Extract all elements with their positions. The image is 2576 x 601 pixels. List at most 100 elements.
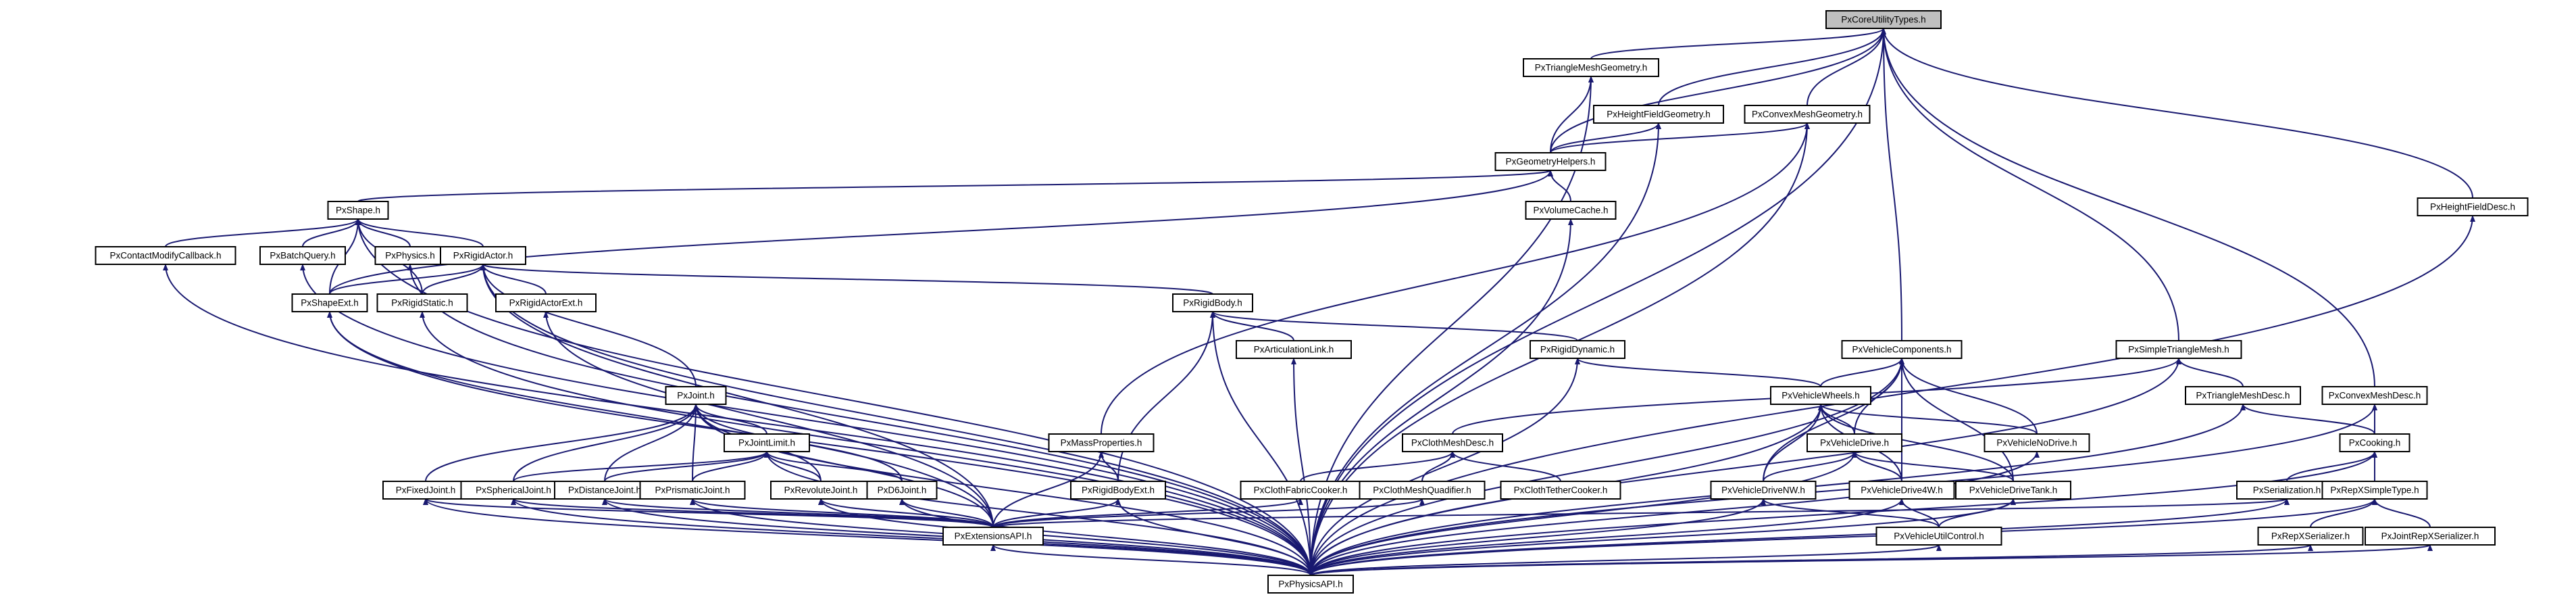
node-revj[interactable]: PxRevoluteJoint.h: [770, 481, 872, 500]
node-vnd[interactable]: PxVehicleNoDrive.h: [1984, 433, 2090, 452]
node-rstat[interactable]: PxRigidStatic.h: [376, 293, 468, 312]
edge-stm-to-core: [1881, 28, 2179, 341]
node-geoh[interactable]: PxGeometryHelpers.h: [1494, 152, 1607, 171]
node-box: [327, 201, 389, 220]
node-v4w[interactable]: PxVehicleDrive4W.h: [1848, 481, 1955, 500]
node-tmd[interactable]: PxTriangleMeshDesc.h: [2185, 386, 2301, 405]
node-label: PxHeightFieldGeometry.h: [1607, 110, 1711, 120]
node-tmg[interactable]: PxTriangleMeshGeometry.h: [1523, 58, 1659, 77]
node-box: [1494, 152, 1607, 171]
edge-sphj-to-jlim: [513, 451, 769, 482]
node-vcomp[interactable]: PxVehicleComponents.h: [1841, 340, 1963, 359]
node-label: PxTriangleMeshDesc.h: [2196, 391, 2290, 401]
node-repxs[interactable]: PxRepXSerializer.h: [2257, 527, 2364, 546]
node-jrepx[interactable]: PxJointRepXSerializer.h: [2365, 527, 2496, 546]
node-box: [291, 293, 368, 312]
node-repx[interactable]: PxRepXSimpleType.h: [2321, 481, 2428, 500]
node-label: PxClothTetherCooker.h: [1514, 485, 1608, 496]
node-box: [1710, 481, 1817, 500]
node-label: PxRigidDynamic.h: [1540, 345, 1615, 355]
node-api[interactable]: PxPhysicsAPI.h: [1267, 575, 1354, 594]
node-rbody[interactable]: PxRigidBody.h: [1172, 293, 1253, 312]
node-alink[interactable]: PxArticulationLink.h: [1236, 340, 1352, 359]
node-ract[interactable]: PxRigidActor.h: [440, 246, 526, 265]
node-box: [1744, 105, 1871, 124]
node-core[interactable]: PxCoreUtilityTypes.h: [1825, 10, 1942, 29]
node-label: PxVolumeCache.h: [1533, 206, 1608, 216]
edge-prij-to-jlim: [692, 451, 769, 482]
edge-extapi-to-raext: [543, 311, 994, 528]
edge-ract-to-shape: [355, 218, 484, 247]
node-cook[interactable]: PxCooking.h: [2339, 433, 2410, 452]
node-label: PxGeometryHelpers.h: [1506, 157, 1596, 167]
node-bq[interactable]: PxBatchQuery.h: [259, 246, 346, 265]
node-cmd[interactable]: PxConvexMeshDesc.h: [2321, 386, 2428, 405]
edge-extapi-to-ser: [992, 498, 2290, 528]
node-d6j[interactable]: PxD6Joint.h: [866, 481, 938, 500]
edge-rdyn-to-rbody: [1210, 311, 1578, 341]
node-jlim[interactable]: PxJointLimit.h: [724, 433, 810, 452]
edge-api-to-extapi: [990, 544, 1311, 576]
node-cfc[interactable]: PxClothFabricCooker.h: [1240, 481, 1361, 500]
node-label: PxPhysicsAPI.h: [1278, 579, 1342, 590]
node-raext[interactable]: PxRigidActorExt.h: [495, 293, 597, 312]
node-cmg[interactable]: PxConvexMeshGeometry.h: [1744, 105, 1871, 124]
node-vnw[interactable]: PxVehicleDriveNW.h: [1710, 481, 1817, 500]
node-vuc[interactable]: PxVehicleUtilControl.h: [1875, 527, 2002, 546]
node-box: [1984, 433, 2090, 452]
node-ser[interactable]: PxSerialization.h: [2236, 481, 2338, 500]
node-ctc[interactable]: PxClothTetherCooker.h: [1500, 481, 1621, 500]
node-box: [1875, 527, 2002, 546]
node-label: PxShapeExt.h: [301, 298, 359, 308]
edge-api-to-cmc: [163, 264, 1311, 576]
edge-extapi-to-prij: [690, 498, 994, 528]
node-box: [1500, 481, 1621, 500]
node-phys[interactable]: PxPhysics.h: [374, 246, 446, 265]
node-disj[interactable]: PxDistanceJoint.h: [554, 481, 655, 500]
edge-cmd-to-core: [1881, 28, 2375, 387]
edge-api-to-jrepx: [1310, 544, 2433, 576]
node-vcache[interactable]: PxVolumeCache.h: [1525, 201, 1617, 220]
node-mprop[interactable]: PxMassProperties.h: [1048, 433, 1155, 452]
edge-vuc-to-vnw: [1761, 498, 1940, 528]
node-label: PxPhysics.h: [385, 251, 435, 261]
edge-hfd-to-core: [1881, 28, 2473, 199]
node-hfg[interactable]: PxHeightFieldGeometry.h: [1593, 105, 1724, 124]
edge-rbext-to-rbody: [1117, 311, 1215, 482]
node-hfd[interactable]: PxHeightFieldDesc.h: [2417, 197, 2529, 216]
edge-api-to-rbody: [1210, 311, 1311, 576]
edge-hfg-to-core: [1658, 28, 1886, 106]
node-vwh[interactable]: PxVehicleWheels.h: [1770, 386, 1871, 405]
node-cmq[interactable]: PxClothMeshQuadifier.h: [1359, 481, 1486, 500]
edge-extapi-to-ract: [480, 264, 994, 528]
node-box: [942, 527, 1044, 546]
node-box: [1267, 575, 1354, 594]
edge-api-to-d6j: [899, 498, 1311, 576]
node-box: [460, 481, 567, 500]
node-shape[interactable]: PxShape.h: [327, 201, 389, 220]
node-sphj[interactable]: PxSphericalJoint.h: [460, 481, 567, 500]
node-cmc[interactable]: PxContactModifyCallback.h: [95, 246, 236, 265]
node-stm[interactable]: PxSimpleTriangleMesh.h: [2115, 340, 2242, 359]
node-clmd[interactable]: PxClothMeshDesc.h: [1402, 433, 1503, 452]
edge-rstat-to-ract: [422, 264, 486, 295]
node-label: PxSimpleTriangleMesh.h: [2128, 345, 2229, 355]
node-box: [95, 246, 236, 265]
node-rdyn[interactable]: PxRigidDynamic.h: [1530, 340, 1625, 359]
node-joint[interactable]: PxJoint.h: [665, 386, 727, 405]
edge-api-to-hfd: [1310, 215, 2475, 576]
node-rbext[interactable]: PxRigidBodyExt.h: [1070, 481, 1166, 500]
edge-api-to-sphj: [511, 498, 1311, 576]
node-vdrv[interactable]: PxVehicleDrive.h: [1807, 433, 1902, 452]
node-box: [866, 481, 938, 500]
node-fixj[interactable]: PxFixedJoint.h: [382, 481, 469, 500]
edge-cfc-to-clmd: [1300, 451, 1455, 482]
node-extapi[interactable]: PxExtensionsAPI.h: [942, 527, 1044, 546]
node-prij[interactable]: PxPrismaticJoint.h: [639, 481, 746, 500]
edge-vnd-to-vcomp: [1899, 358, 2038, 435]
node-shext[interactable]: PxShapeExt.h: [291, 293, 368, 312]
edge-cmg-to-core: [1807, 28, 1886, 106]
edge-api-to-phys: [407, 264, 1311, 576]
node-vtank[interactable]: PxVehicleDriveTank.h: [1955, 481, 2071, 500]
edge-extapi-to-revj: [818, 498, 994, 528]
